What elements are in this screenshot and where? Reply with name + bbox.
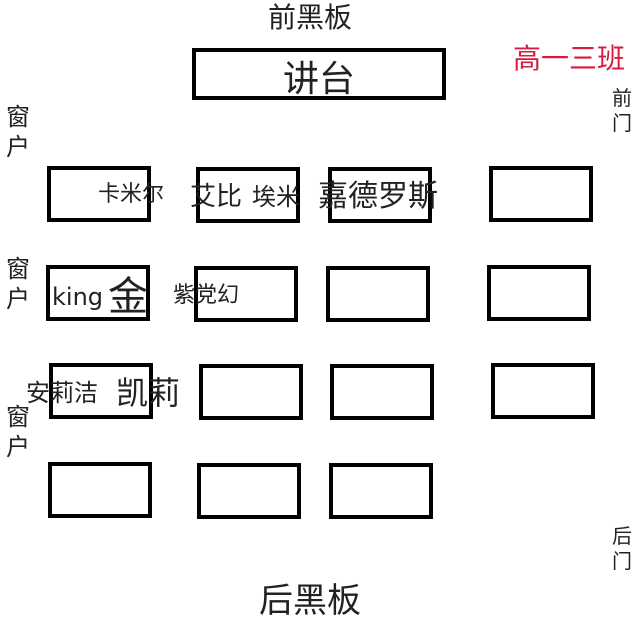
desk-r3-c3 <box>330 364 434 420</box>
desk-r3-c4 <box>491 363 595 419</box>
desk-r4-c3 <box>329 463 433 519</box>
desk-r1-c4 <box>489 166 593 222</box>
window-label-3: 窗 户 <box>6 403 30 461</box>
front-blackboard-label: 前黑板 <box>268 1 353 34</box>
desk-r2-c4 <box>487 265 591 321</box>
desk-r3-c1 <box>49 363 153 419</box>
desk-r2-c3 <box>326 266 430 322</box>
student-name: 卡米尔 <box>98 182 165 207</box>
podium: 讲台 <box>192 48 446 100</box>
podium-label: 讲台 <box>282 59 355 100</box>
class-title: 高一三班 <box>513 42 626 75</box>
desk-r2-c2 <box>194 266 298 322</box>
back-blackboard-label: 后黑板 <box>259 581 361 621</box>
desk-r4-c1 <box>48 462 152 518</box>
desk-r4-c2 <box>197 463 301 519</box>
student-name: 金 <box>108 274 148 320</box>
front-door-label: 前 门 <box>612 86 632 135</box>
student-name: 紫党幻 <box>173 283 240 308</box>
desk-r2-c1 <box>46 265 150 321</box>
window-label-2: 窗 户 <box>6 255 30 313</box>
student-name: 嘉德罗斯 <box>318 179 438 214</box>
desk-r3-c2 <box>199 364 303 420</box>
desk-r1-c2 <box>196 167 300 223</box>
desk-r1-c1 <box>47 166 151 222</box>
student-name: 艾比 <box>190 182 243 212</box>
student-name: king <box>52 283 104 311</box>
student-name: 埃米 <box>252 183 300 211</box>
desk-r1-c3 <box>328 167 432 223</box>
back-door-label: 后 门 <box>612 524 632 573</box>
student-name: 凯莉 <box>116 374 181 412</box>
student-name: 安莉洁 <box>26 379 98 407</box>
window-label-1: 窗 户 <box>6 103 30 161</box>
